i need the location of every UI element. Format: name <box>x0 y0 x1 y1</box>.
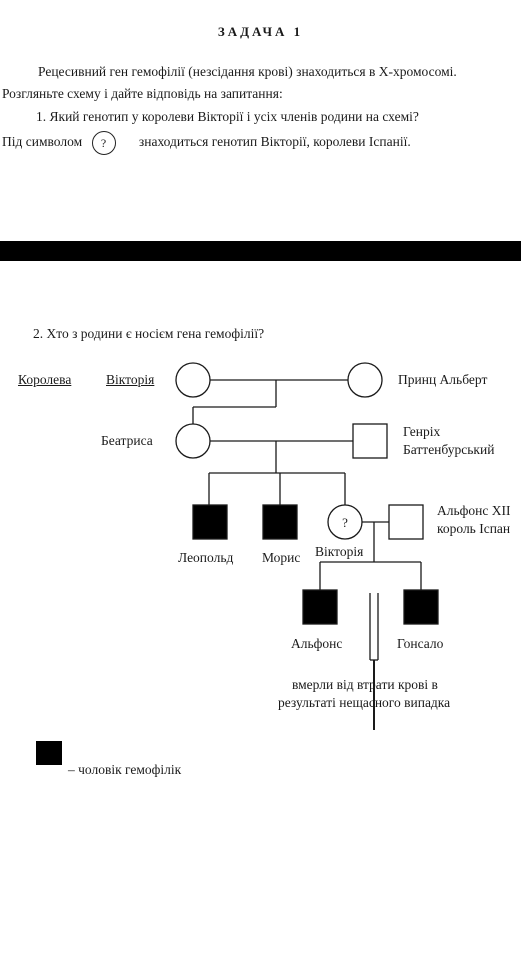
legend-text: – чоловік гемофілік <box>68 762 182 777</box>
beatrice-symbol <box>175 423 211 459</box>
queen-victoria-symbol <box>175 362 211 398</box>
divider-band <box>0 241 521 261</box>
gonzalo-symbol <box>403 589 439 625</box>
task-title: ЗАДАЧА 1 <box>217 24 304 39</box>
label-albert: Принц Альберт <box>398 372 488 387</box>
symbol-suffix: знаходиться генотип Вікторії, королеви І… <box>138 134 411 150</box>
alfonso-symbol <box>302 589 338 625</box>
intro-line-2: Розгляньте схему і дайте відповідь на за… <box>2 86 283 101</box>
label-queen: Королева <box>18 372 72 387</box>
question-circle-icon: ? <box>91 131 116 155</box>
label-gonzalo: Гонсало <box>397 636 444 651</box>
prince-albert-symbol <box>347 362 383 398</box>
symbol-prefix: Під символом <box>2 134 83 150</box>
label-victoria-spain: Вікторія <box>315 544 364 559</box>
note-line-1: вмерли від втрати крові в <box>292 677 438 692</box>
label-leopold: Леопольд <box>178 550 234 565</box>
henry-symbol <box>352 423 388 459</box>
question-2: 2. Хто з родини є носієм гена гемофілії? <box>33 326 265 341</box>
label-henry-1: Генріх <box>403 424 441 439</box>
alfonso-xiii-symbol <box>388 504 424 540</box>
symbol-explanation: Під символом ? знаходиться генотип Вікто… <box>2 131 411 155</box>
maurice-symbol <box>262 504 298 540</box>
leopold-symbol <box>192 504 228 540</box>
label-beatrice: Беатриса <box>101 433 153 448</box>
label-alfonso-xiii-2: король Іспан <box>437 521 511 536</box>
label-alfonso-xiii-1: Альфонс XII <box>437 503 511 518</box>
question-1: 1. Який генотип у королеви Вікторії і ус… <box>36 109 419 124</box>
label-henry-2: Баттенбурський <box>403 442 495 457</box>
intro-line-1: Рецесивний ген гемофілії (незсідання кро… <box>38 64 457 79</box>
label-alfonso: Альфонс <box>291 636 343 651</box>
label-maurice: Морис <box>262 550 301 565</box>
note-line-2: результаті нещасного випадка <box>278 695 451 710</box>
victoria-spain-question-mark: ? <box>342 515 348 530</box>
legend-affected-male-icon <box>36 741 62 765</box>
label-victoria: Вікторія <box>106 372 155 387</box>
